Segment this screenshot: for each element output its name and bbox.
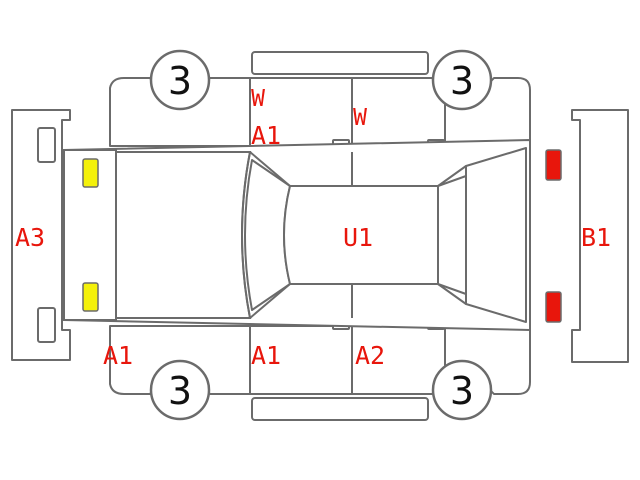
- wheel-bottom-right: 3: [431, 359, 493, 421]
- front-left-headlamp: [82, 158, 99, 188]
- wheel-bottom-left: 3: [149, 359, 211, 421]
- bottom-side-sill: [251, 397, 429, 421]
- front-bumper: [11, 109, 71, 361]
- code-bottom-rear-door: A2: [355, 341, 385, 370]
- code-roof: U1: [343, 223, 373, 252]
- code-rear-bumper: B1: [581, 223, 611, 252]
- rear-bumper: [571, 109, 629, 363]
- rear-left-taillamp: [545, 149, 562, 181]
- wheel-bottom-left-number: 3: [168, 369, 192, 413]
- front-right-headlamp: [82, 282, 99, 312]
- body-top-view: [63, 139, 531, 331]
- wheel-top-left: 3: [149, 49, 211, 111]
- wheel-top-right: 3: [431, 49, 493, 111]
- code-front-bumper: A3: [15, 223, 45, 252]
- wheel-top-left-number: 3: [168, 59, 192, 103]
- rear-right-taillamp: [545, 291, 562, 323]
- code-top-rear-door-w: W: [353, 105, 367, 131]
- code-top-front-door-a1: A1: [251, 121, 281, 150]
- code-top-front-door-w: W: [251, 86, 265, 112]
- top-side-sill: [251, 51, 429, 75]
- code-bottom-front-door: A1: [251, 341, 281, 370]
- wheel-bottom-right-number: 3: [450, 369, 474, 413]
- wheel-top-right-number: 3: [450, 59, 474, 103]
- code-bottom-front-fender: A1: [103, 341, 133, 370]
